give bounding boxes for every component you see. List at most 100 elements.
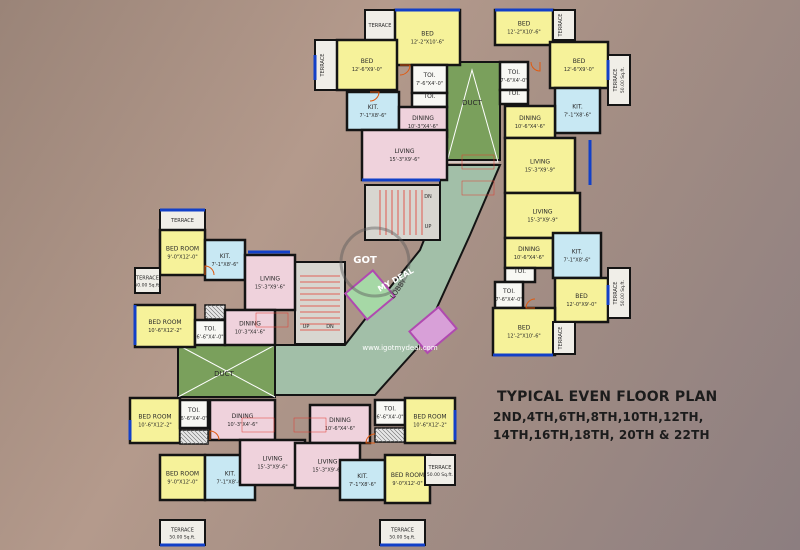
bed-left-1-label: BED ROOM — [166, 246, 199, 253]
stair-left-dn: DN — [326, 324, 334, 330]
terrace-bottom-right-label: TERRACE — [390, 528, 414, 534]
bed-right-1-dim: 12'-0"X9'-0" — [566, 302, 596, 308]
wash-left-hatch — [222, 304, 226, 308]
toilet-top-left-2-label: TOI. — [422, 93, 435, 100]
toilet-bottom-right — [373, 398, 407, 427]
terrace-bottom-left-label: TERRACE — [170, 528, 194, 534]
toilet-top-right-2 — [498, 88, 530, 106]
wash-left-hatch — [214, 304, 226, 316]
terrace-left-side — [134, 267, 161, 294]
bed-top-right-2 — [548, 40, 610, 90]
wash-bottom-left-hatch — [179, 431, 193, 445]
bed-top-right-1-label: BED — [518, 21, 531, 28]
kitchen-bottom-left-label: KIT. — [225, 471, 236, 478]
dining-bottom-right — [308, 403, 372, 445]
kitchen-bottom-right-label: KIT. — [357, 473, 368, 480]
bed-right-1-label: BED — [575, 293, 588, 300]
bed-right-1 — [553, 276, 610, 324]
toilet-top-right-1-label: TOI. — [507, 69, 520, 76]
bed-top-right-1-dim: 12'-2"X10'-6" — [507, 30, 540, 36]
terrace-top-right — [552, 9, 576, 41]
terrace-right-side — [607, 267, 631, 319]
wash-left-hatch — [204, 306, 218, 320]
wash-bottom-right-hatch — [388, 427, 404, 443]
terrace-left-top-label: TERRACE — [170, 218, 194, 224]
dining-top-right-dim: 10'-6"X4'-6" — [515, 124, 545, 130]
bed-bottom-left-1-label: BED ROOM — [138, 414, 171, 421]
bed-right-2-label: BED — [518, 325, 531, 332]
terrace-right — [552, 321, 576, 355]
kitchen-left-dim: 7'-1"X8'-6" — [211, 262, 238, 268]
wash-bottom-right-hatch — [392, 427, 406, 441]
toilet-bottom-right-dim: 6'-6"X4'-0" — [376, 415, 403, 421]
toilet-bottom-left-label: TOI. — [187, 407, 200, 414]
stair-top-up: UP — [425, 224, 432, 230]
living-top-right-dim: 15'-3"X9'-9" — [525, 168, 555, 174]
wash-bottom-left-hatch — [197, 429, 209, 441]
living-top-right-label: LIVING — [530, 159, 550, 166]
kitchen-left — [203, 238, 247, 282]
living-right — [503, 191, 582, 240]
living-bottom-right-dim: 15'-3"X9'-6" — [312, 468, 342, 474]
lift-box — [343, 268, 397, 322]
bed-top-left-1 — [393, 8, 462, 67]
toilet-top-left-1-label: TOI. — [422, 72, 435, 79]
living-bottom-left-label: LIVING — [262, 456, 282, 463]
living-top-right — [503, 136, 577, 195]
kitchen-bottom-right-dim: 7'-1"X8'-6" — [349, 482, 376, 488]
bed-top-left-2 — [335, 38, 399, 92]
living-right-dim: 15'-3"X9'-9" — [527, 218, 557, 224]
toilet-top-left-1-dim: 7'-6"X4'-0" — [416, 81, 443, 87]
wash-left-hatch — [204, 310, 214, 320]
terrace-bottom-right-side — [424, 454, 456, 486]
wash-bottom-right-hatch — [384, 427, 400, 443]
terrace-top-left-side — [314, 39, 338, 91]
living-top-left-label: LIVING — [394, 148, 414, 155]
dining-bottom-right-dim: 10'-6"X4'-6" — [325, 426, 355, 432]
kitchen-right-label: KIT. — [572, 249, 583, 256]
wash-bottom-left-hatch — [179, 435, 189, 445]
area-note-0 — [461, 154, 495, 170]
dining-bottom-left — [208, 398, 277, 442]
kitchen-top-right — [553, 86, 602, 135]
bed-left-1-dim: 9'-0"X12'-0" — [167, 255, 197, 261]
bed-bottom-right-2-dim: 9'-0"X12'-0" — [392, 481, 422, 487]
toilet-right-2-label: TOI. — [502, 288, 515, 295]
dining-top-left-label: DINING — [412, 115, 434, 122]
terrace-top-right-side-label: TERRACE — [613, 69, 619, 93]
wash-bottom-left-hatch — [193, 429, 209, 445]
bed-bottom-left-2 — [158, 453, 207, 502]
staircase-left — [294, 261, 346, 345]
plan-floors-line-2: 14TH,16TH,18TH, 20TH & 22TH — [493, 428, 710, 442]
bed-left-2 — [133, 303, 197, 349]
dining-top-right-label: DINING — [519, 115, 541, 122]
toilet-right-2-dim: 7'-6"X4'-0" — [495, 297, 522, 303]
door-right — [525, 298, 536, 309]
area-note-2 — [255, 312, 289, 328]
stair-left-up: UP — [303, 324, 310, 330]
toilet-top-right-1-dim: 7'-6"X4'-0" — [500, 78, 527, 84]
toilet-top-right-1 — [498, 60, 530, 92]
toilet-bottom-left-dim: 6'-6"X4'-0" — [180, 416, 207, 422]
living-top-left-dim: 15'-3"X9'-6" — [389, 157, 419, 163]
toilet-top-right-2-label: TOI. — [507, 90, 520, 97]
terrace-right-label: TERRACE — [558, 327, 564, 351]
living-bottom-left-dim: 15'-3"X9'-6" — [257, 465, 287, 471]
kitchen-top-right-label: KIT. — [572, 104, 583, 111]
bed-top-left-1-dim: 12'-2"X10'-6" — [411, 40, 444, 46]
living-right-label: LIVING — [532, 209, 552, 216]
bed-bottom-right-1 — [403, 396, 457, 445]
terrace-left-side-area: 50.00 Sq.ft. — [134, 283, 160, 289]
bed-bottom-right-1-dim: 10'-6"X12'-2" — [413, 423, 446, 429]
kitchen-top-left-dim: 7'-1"X8'-6" — [359, 113, 386, 119]
dining-bottom-left-label: DINING — [232, 413, 254, 420]
bed-right-2 — [491, 306, 557, 357]
bed-left-2-label: BED ROOM — [148, 319, 181, 326]
watermark-text: www.igotmydeal.com — [362, 344, 437, 352]
wash-bottom-right-hatch — [380, 427, 396, 443]
dining-left-dim: 10'-3"X4'-6" — [235, 330, 265, 336]
toilet-left — [193, 318, 227, 347]
terrace-top-left-side-label: TERRACE — [320, 54, 326, 78]
kitchen-left-label: KIT. — [220, 253, 231, 260]
